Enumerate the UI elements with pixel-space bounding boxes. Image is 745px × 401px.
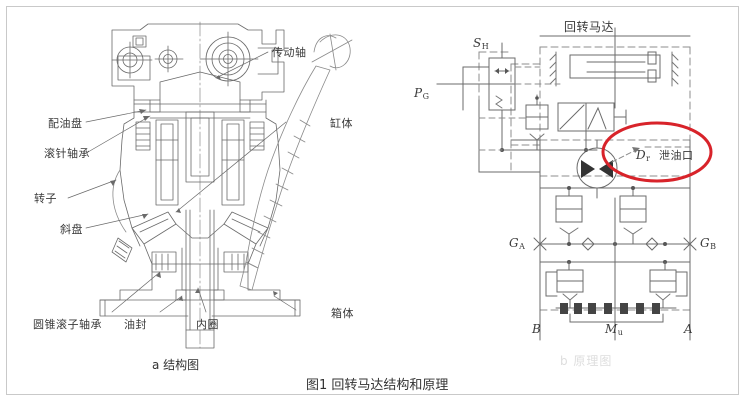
panel-b-caption-watermark: b 原理图 bbox=[560, 354, 613, 368]
label-housing: 箱体 bbox=[331, 307, 354, 320]
leader-lines bbox=[67, 51, 297, 313]
port-sh-label: SH bbox=[473, 36, 490, 51]
port-ga-label: GA bbox=[509, 236, 526, 251]
top-bolt-bosses bbox=[111, 31, 279, 87]
oil-seal-detail bbox=[175, 289, 225, 301]
upper-housing bbox=[111, 23, 285, 101]
port-b-label: B bbox=[532, 322, 542, 336]
fixed-anchor-left bbox=[549, 51, 557, 87]
label-drive-shaft: 传动轴 bbox=[272, 46, 307, 59]
port-pg-label: PG bbox=[414, 86, 430, 101]
panel-a-caption: a 结构图 bbox=[152, 358, 200, 372]
drain-port-annotation: Dr 泄油口 bbox=[636, 144, 694, 163]
label-inner-ring: 内圈 bbox=[196, 318, 219, 331]
fixed-anchor-right bbox=[671, 51, 679, 87]
leader-arrowheads bbox=[110, 75, 278, 301]
panel-b-title: 回转马达 bbox=[564, 20, 615, 34]
relief-valve-sh bbox=[436, 42, 516, 121]
figure-caption: 图1 回转马达结构和原理 bbox=[306, 378, 449, 393]
rotor-outline bbox=[112, 169, 127, 233]
label-needle-roller-bearing: 滚针轴承 bbox=[44, 147, 90, 160]
supply-lines bbox=[436, 83, 598, 173]
red-highlight-ellipse bbox=[601, 121, 713, 183]
pilot-dashed-lines bbox=[478, 66, 561, 151]
swash-actuator-symbol bbox=[539, 27, 691, 109]
cylinder-block-sketch bbox=[239, 33, 353, 291]
port-gb-label: GB bbox=[700, 236, 717, 251]
swash-plate bbox=[131, 211, 269, 245]
brake-spool-valve bbox=[555, 303, 677, 323]
port-a-label: A bbox=[684, 322, 694, 336]
main-port-rails bbox=[510, 139, 691, 341]
anti-cavitation-row bbox=[539, 186, 691, 245]
label-rotor: 转子 bbox=[34, 192, 57, 205]
drain-arrowhead bbox=[632, 147, 640, 153]
label-swash-plate: 斜盘 bbox=[60, 223, 83, 236]
label-cylinder-block: 缸体 bbox=[330, 117, 353, 130]
port-mu-label: Mu bbox=[605, 322, 624, 337]
drain-port-symbol: Dr bbox=[636, 148, 651, 163]
tapered-roller-bearing bbox=[111, 237, 249, 273]
output-shaft bbox=[181, 209, 219, 349]
figure-border bbox=[6, 6, 739, 395]
label-distributor-plate: 配油盘 bbox=[48, 117, 83, 130]
label-tapered-roller-bearing: 圆锥滚子轴承 bbox=[33, 318, 102, 331]
piston-bores bbox=[155, 111, 245, 206]
label-oil-seal: 油封 bbox=[124, 318, 147, 331]
drain-port-text: 泄油口 bbox=[659, 149, 694, 162]
